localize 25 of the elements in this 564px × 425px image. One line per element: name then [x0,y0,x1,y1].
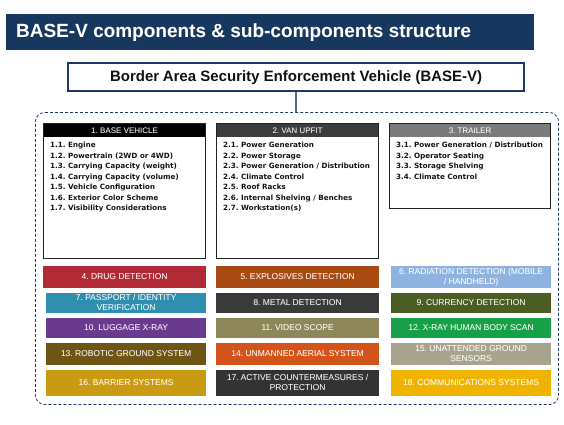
title-banner: BASE-V components & sub-components structure [6,14,534,50]
capability-tile: 16. BARRIER SYSTEMS [46,370,206,396]
card-header: 1. BASE VEHICLE [44,124,205,137]
connector-line [295,92,297,112]
capability-tile: 9. CURRENCY DETECTION [391,293,551,313]
system-box: Border Area Security Enforcement Vehicle (BASE-V) [67,62,525,92]
capability-tile: 15. UNATTENDED GROUND SENSORS [391,343,551,365]
capability-tile: 17. ACTIVE COUNTERMEASURES / PROTECTION [216,370,379,396]
capability-tile: 12. X-RAY HUMAN BODY SCAN [391,318,551,338]
capability-tile: 10. LUGGAGE X-RAY [46,318,206,338]
capability-tile: 8. METAL DETECTION [216,293,379,313]
capability-tile: 4. DRUG DETECTION [43,266,206,288]
capability-tile: 14. UNMANNED AERIAL SYSTEM [216,343,379,365]
capability-tile: 6. RADIATION DETECTION (MOBILE / HANDHELD) [391,266,551,288]
card-header: 3. TRAILER [390,124,550,137]
component-card [43,123,206,259]
component-card [216,123,379,259]
capability-tile: 5. EXPLOSIVES DETECTION [216,266,379,288]
component-card [389,123,551,209]
card-header: 2. VAN UPFIT [217,124,378,137]
capability-tile: 13. ROBOTIC GROUND SYSTEM [46,343,206,365]
capability-tile: 18. COMMUNICATIONS SYSTEMS [391,370,551,396]
dashed-frame [35,112,559,405]
capability-tile: 7. PASSPORT / IDENTITY VERIFICATION [46,293,206,313]
capability-tile: 11. VIDEO SCOPE [216,318,379,338]
